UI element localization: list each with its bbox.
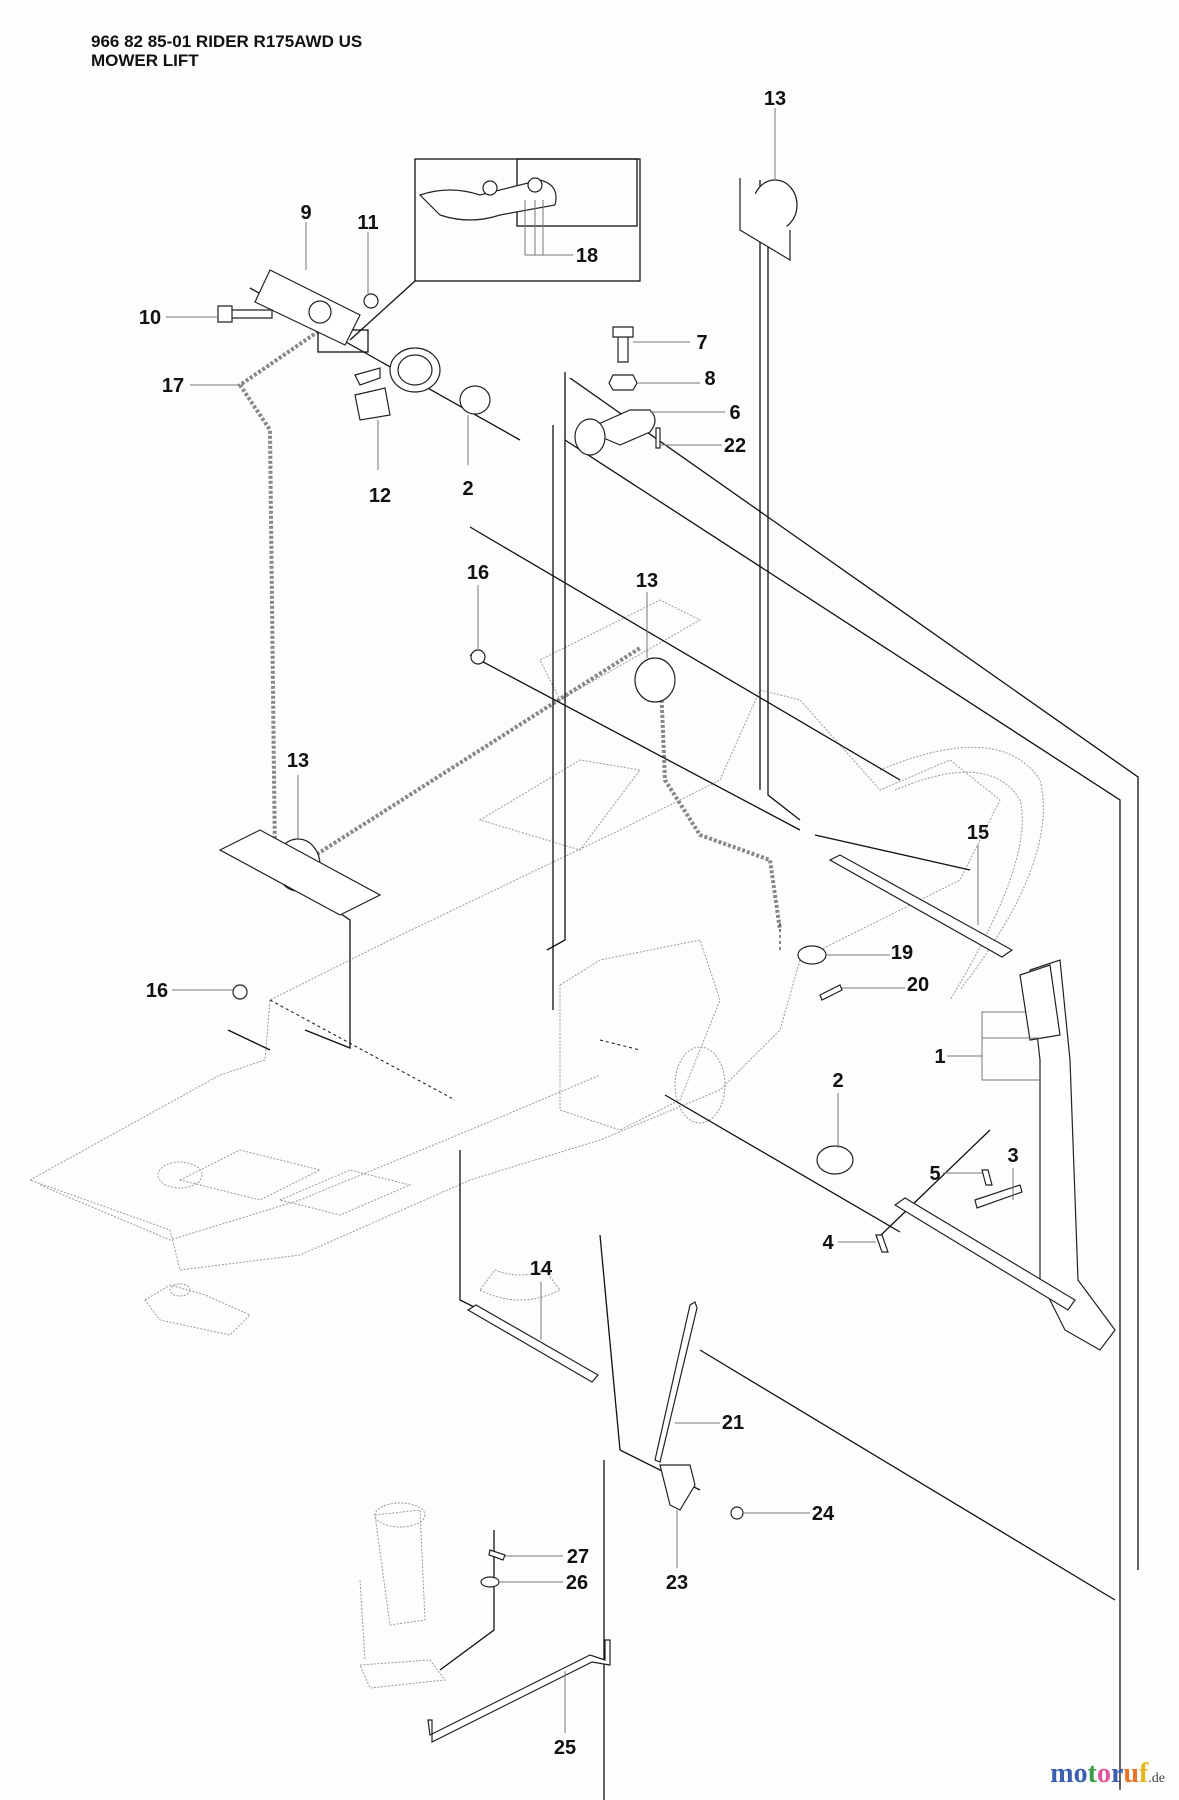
callout-23[interactable]: 23 bbox=[666, 1572, 688, 1594]
callout-7[interactable]: 7 bbox=[696, 332, 707, 354]
assembly-lines bbox=[227, 180, 1139, 1800]
part-23-bracket bbox=[659, 1464, 696, 1511]
watermark-letter: t bbox=[1087, 1758, 1097, 1789]
watermark-logo: motoruf.de bbox=[1050, 1758, 1165, 1790]
part-21-link bbox=[654, 1301, 698, 1463]
callout-8[interactable]: 8 bbox=[704, 368, 715, 390]
ghost-frame bbox=[28, 599, 1044, 1689]
leader-lines bbox=[166, 108, 1040, 1733]
callout-6[interactable]: 6 bbox=[729, 402, 740, 424]
lift-chain bbox=[237, 318, 782, 931]
callout-11[interactable]: 11 bbox=[357, 212, 378, 234]
part-4-pin bbox=[875, 1234, 889, 1253]
part-27-pin bbox=[488, 1549, 506, 1561]
callout-24[interactable]: 24 bbox=[812, 1503, 835, 1525]
callout-18[interactable]: 18 bbox=[576, 245, 598, 267]
watermark-suffix: .de bbox=[1148, 1771, 1165, 1786]
part-24-clip bbox=[730, 1506, 744, 1520]
callout-5[interactable]: 5 bbox=[929, 1163, 940, 1185]
callout-14[interactable]: 14 bbox=[530, 1258, 553, 1280]
part-16-clip-upper bbox=[470, 649, 486, 665]
watermark-letter: o bbox=[1096, 1758, 1111, 1789]
part-26-washer bbox=[480, 1576, 500, 1588]
part-20-pin bbox=[819, 984, 843, 1001]
diagram-model-title: 966 82 85-01 RIDER R175AWD US bbox=[91, 32, 363, 51]
callout-13-top[interactable]: 13 bbox=[764, 88, 786, 110]
callout-13-middle[interactable]: 13 bbox=[636, 570, 658, 592]
callout-17[interactable]: 17 bbox=[162, 375, 184, 397]
watermark-letter: m bbox=[1050, 1758, 1074, 1789]
watermark-letter: r bbox=[1110, 1758, 1124, 1789]
diagram-section-title: MOWER LIFT bbox=[91, 51, 199, 70]
callout-22[interactable]: 22 bbox=[724, 435, 746, 457]
callout-19[interactable]: 19 bbox=[891, 942, 913, 964]
callout-26[interactable]: 26 bbox=[566, 1572, 588, 1594]
part-22-pin bbox=[655, 427, 661, 449]
part-15-rod bbox=[828, 854, 1014, 958]
part-9-bracket bbox=[254, 269, 361, 346]
callout-3[interactable]: 3 bbox=[1007, 1145, 1018, 1167]
watermark-letter: o bbox=[1073, 1758, 1088, 1789]
callout-1[interactable]: 1 bbox=[934, 1046, 945, 1068]
callout-27[interactable]: 27 bbox=[567, 1546, 589, 1568]
callout-16-left[interactable]: 16 bbox=[146, 980, 168, 1002]
part-2-bushing-lower bbox=[816, 1145, 854, 1175]
callout-13-left[interactable]: 13 bbox=[287, 750, 309, 772]
chain-link-inset bbox=[317, 158, 641, 353]
part-1-lever bbox=[1029, 959, 1116, 1351]
part-25-rod bbox=[427, 1639, 611, 1743]
part-7-bolt bbox=[617, 334, 629, 363]
part-8-nut bbox=[608, 374, 638, 391]
watermark-letter: f bbox=[1138, 1758, 1149, 1789]
callout-2-lower[interactable]: 2 bbox=[832, 1070, 843, 1092]
callout-15[interactable]: 15 bbox=[967, 822, 989, 844]
callout-labels: 1 2 2 3 4 5 6 7 8 9 10 11 12 13 13 13 14… bbox=[139, 88, 1019, 1759]
callout-4[interactable]: 4 bbox=[822, 1232, 834, 1254]
part-5-screw bbox=[981, 1169, 993, 1186]
callout-16-upper[interactable]: 16 bbox=[467, 562, 489, 584]
callout-10[interactable]: 10 bbox=[139, 307, 161, 329]
parts bbox=[217, 178, 1116, 1743]
callout-2-upper[interactable]: 2 bbox=[462, 478, 473, 500]
part-2-bushing-upper bbox=[459, 385, 491, 415]
callout-21[interactable]: 21 bbox=[722, 1412, 744, 1434]
part-11-nut bbox=[363, 293, 379, 309]
part-3-pin bbox=[974, 1184, 1023, 1209]
part-16-clip-left bbox=[232, 984, 248, 1000]
watermark-letter: u bbox=[1123, 1758, 1139, 1789]
callout-9[interactable]: 9 bbox=[300, 202, 311, 224]
part-10-bolt bbox=[229, 309, 273, 319]
part-lift-shaft bbox=[893, 1197, 1076, 1311]
callout-20[interactable]: 20 bbox=[907, 974, 929, 996]
part-13-pulley-mid bbox=[634, 657, 676, 703]
part-14-rod bbox=[466, 1304, 599, 1383]
part-19-bushing bbox=[797, 945, 827, 965]
callout-25[interactable]: 25 bbox=[554, 1737, 576, 1759]
callout-12[interactable]: 12 bbox=[369, 485, 391, 507]
watermark-text: motoruf bbox=[1050, 1758, 1148, 1789]
